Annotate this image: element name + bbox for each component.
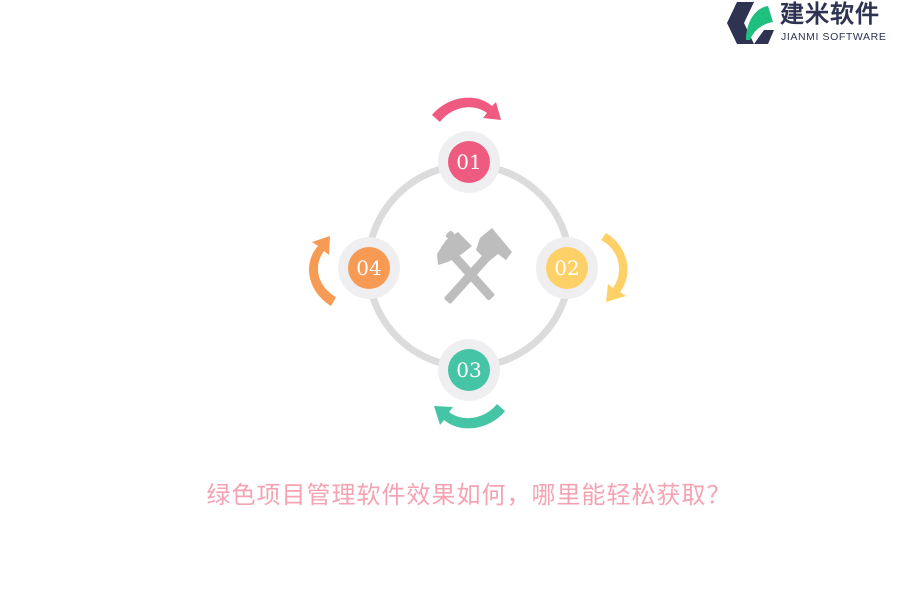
brand-name-cn: 建米软件 bbox=[780, 0, 880, 28]
arrow-01-icon bbox=[432, 97, 501, 122]
step-label-02: 02 bbox=[554, 256, 579, 280]
step-label-03: 03 bbox=[456, 358, 481, 382]
caption-title: 绿色项目管理软件效果如何，哪里能轻松获取？ bbox=[206, 481, 732, 509]
jianmi-logo-icon bbox=[727, 2, 774, 44]
arrow-04-icon bbox=[309, 236, 336, 306]
step-node-02: 02 bbox=[536, 237, 598, 299]
brand-name-en: JIANMI SOFTWARE bbox=[781, 31, 887, 43]
step-label-04: 04 bbox=[356, 256, 381, 280]
step-node-01: 01 bbox=[438, 131, 500, 193]
step-label-01: 01 bbox=[456, 150, 481, 174]
crossed-hammers-icon bbox=[437, 228, 512, 304]
arrow-03-icon bbox=[434, 404, 505, 429]
brand-logo: 建米软件 JIANMI SOFTWARE bbox=[724, 0, 900, 48]
arrow-02-icon bbox=[601, 233, 628, 302]
step-node-03: 03 bbox=[438, 339, 500, 401]
step-node-04: 04 bbox=[338, 237, 400, 299]
